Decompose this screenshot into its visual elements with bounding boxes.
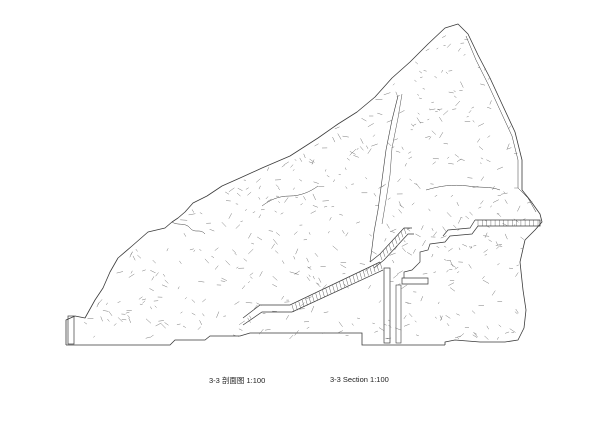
mid-landing bbox=[401, 277, 429, 285]
boundary-post bbox=[67, 315, 75, 345]
section-caption-chinese: 3-3 剖面图 1:100 bbox=[209, 376, 266, 385]
upper-stair bbox=[369, 227, 414, 269]
inner-cliff-line bbox=[465, 35, 537, 213]
cliff-fissure-secondary bbox=[381, 93, 403, 225]
section-caption-english: 3-3 Section 1:100 bbox=[330, 375, 389, 384]
lower-stair bbox=[242, 261, 384, 326]
rock-hatching bbox=[84, 35, 533, 340]
stair-core-wall bbox=[383, 267, 391, 344]
ground-line bbox=[66, 332, 445, 346]
upper-walkway bbox=[403, 219, 541, 278]
cliff-outline bbox=[65, 23, 543, 345]
stair-core-wall-right bbox=[395, 284, 402, 344]
shrub-detail bbox=[171, 184, 501, 235]
cliff-fissure bbox=[369, 95, 399, 263]
